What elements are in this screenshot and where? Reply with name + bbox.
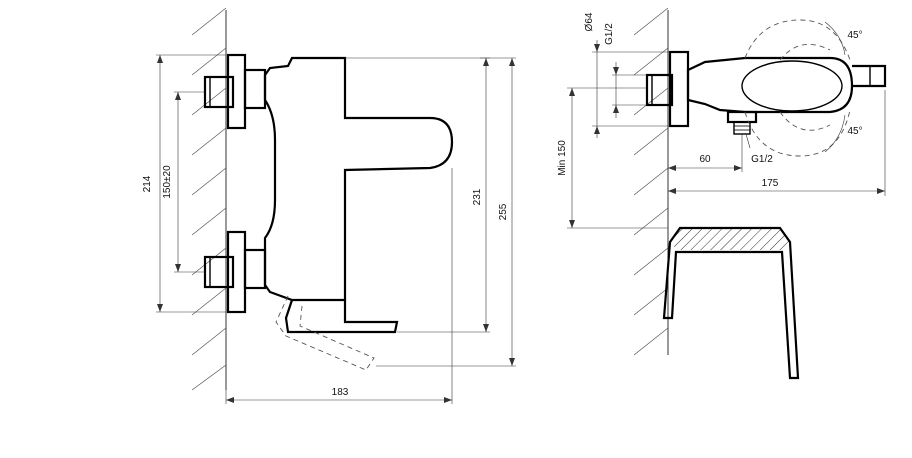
- dim-214-label: 214: [142, 175, 153, 192]
- left-view: 214 150±20 231 255 183: [142, 7, 516, 404]
- right-view: Ø64 G1/2 Min 150 60 G1/2 175 45° 45°: [557, 7, 887, 380]
- bathtub-rim-section: [662, 226, 800, 380]
- bottom-outlet: [726, 110, 758, 135]
- dim-60-label: 60: [699, 154, 711, 165]
- angle-arc-top: [824, 21, 846, 56]
- left-dimensions: [156, 54, 516, 404]
- dim-150-label: 150±20: [162, 165, 173, 199]
- angle-bottom-label: 45°: [847, 126, 862, 137]
- mixer-lever: [284, 299, 399, 334]
- upper-connector: [203, 53, 267, 130]
- right-dimensions: [567, 40, 886, 229]
- rotation-arc-bottom: [744, 109, 851, 157]
- dim-231-label: 231: [472, 188, 483, 205]
- dim-min150-label: Min 150: [557, 140, 568, 176]
- dim-183-label: 183: [332, 387, 349, 398]
- angle-top-label: 45°: [847, 30, 862, 41]
- dim-diameter-label: Ø64: [584, 12, 595, 31]
- lever-alt-position: [275, 295, 375, 371]
- mixer-body-outline: [263, 56, 454, 302]
- dim-thread-bottom-label: G1/2: [751, 154, 773, 165]
- dim-255-label: 255: [498, 203, 509, 220]
- dim-thread-top-label: G1/2: [604, 23, 615, 45]
- right-wall-hatching: [633, 7, 669, 356]
- dim-175-label: 175: [762, 178, 779, 189]
- left-wall-hatching: [191, 7, 227, 391]
- side-handle-oval: [741, 60, 843, 112]
- lower-connector: [203, 230, 267, 314]
- rotation-arc-top: [744, 19, 851, 61]
- side-spout: [852, 64, 887, 88]
- angle-arc-bottom: [824, 114, 846, 153]
- side-connector: [645, 50, 690, 128]
